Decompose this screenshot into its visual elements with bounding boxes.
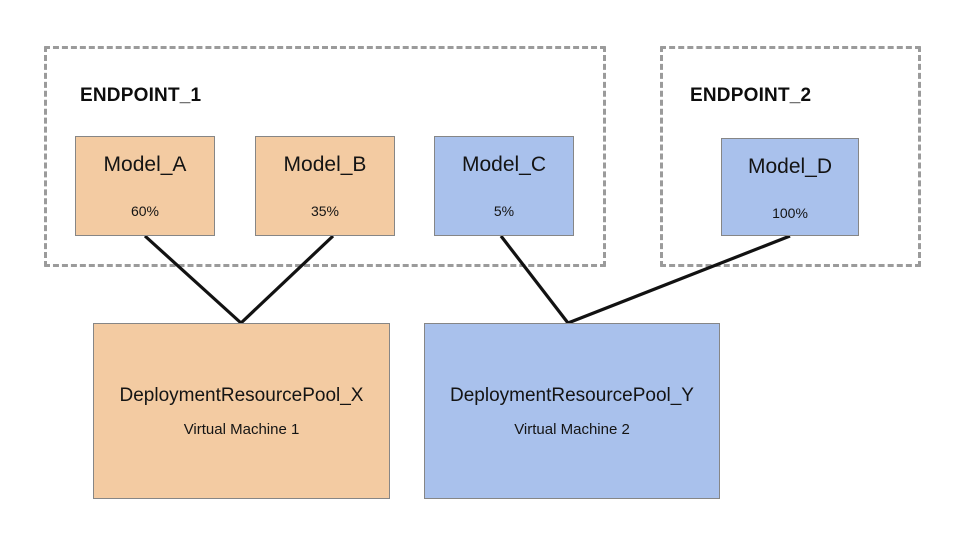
model-traffic-percent: 60%	[130, 203, 160, 219]
model-name: Model_A	[103, 153, 187, 176]
pool-subtitle: Virtual Machine 1	[183, 420, 300, 438]
endpoint-label-1: ENDPOINT_1	[80, 85, 202, 106]
model-name: Model_B	[283, 153, 367, 176]
resource-pool-y[interactable]: DeploymentResourcePool_Y Virtual Machine…	[424, 323, 720, 499]
model-name: Model_C	[461, 153, 547, 176]
model-box-model-c[interactable]: Model_C 5%	[434, 136, 574, 236]
pool-subtitle: Virtual Machine 2	[514, 420, 630, 438]
model-traffic-percent: 100%	[772, 205, 808, 221]
endpoint-label-2: ENDPOINT_2	[690, 85, 812, 106]
model-traffic-percent: 35%	[310, 203, 340, 219]
model-name: Model_D	[747, 155, 833, 178]
model-traffic-percent: 5%	[493, 203, 515, 219]
model-box-model-d[interactable]: Model_D 100%	[721, 138, 859, 236]
resource-pool-x[interactable]: DeploymentResourcePool_X Virtual Machine…	[93, 323, 390, 499]
pool-name: DeploymentResourcePool_Y	[450, 384, 694, 406]
model-box-model-b[interactable]: Model_B 35%	[255, 136, 395, 236]
pool-name: DeploymentResourcePool_X	[119, 384, 364, 406]
model-box-model-a[interactable]: Model_A 60%	[75, 136, 215, 236]
